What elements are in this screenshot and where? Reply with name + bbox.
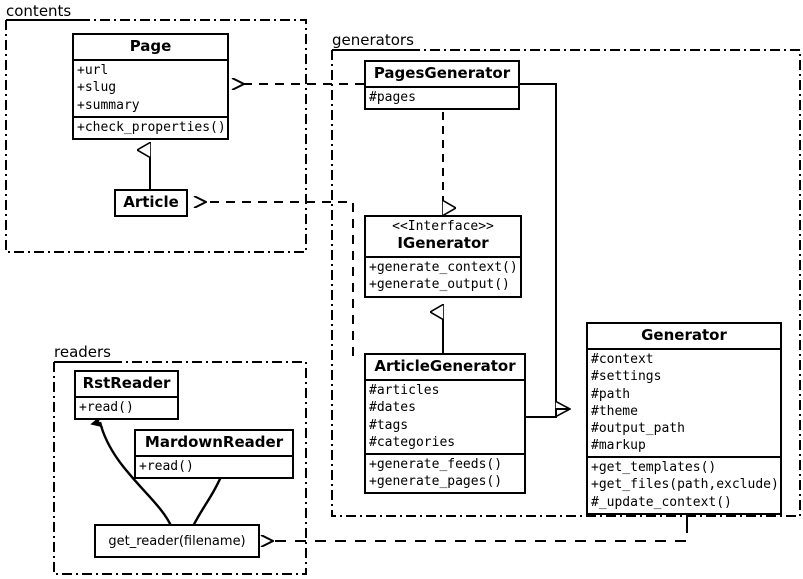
class-title-markdownreader: MardownReader	[136, 431, 292, 458]
method-row: +get_files(path,exclude)	[591, 477, 779, 493]
attribute-row: +url	[77, 63, 109, 79]
class-methods-page: +check_properties()	[74, 118, 227, 138]
attribute-row: #markup	[591, 438, 646, 454]
generalization-pagesgenerator-to-generator	[520, 83, 570, 409]
class-methods-markdownreader: +read()	[136, 457, 292, 477]
attribute-row: +summary	[77, 97, 140, 113]
attribute-row: #pages	[369, 90, 416, 106]
method-row: +check_properties()	[77, 119, 226, 135]
class-box-generator[interactable]: Generator #context #settings #path #them…	[586, 322, 782, 515]
class-box-igenerator[interactable]: <<Interface>> IGenerator +generate_conte…	[364, 215, 522, 298]
attribute-row: #settings	[591, 369, 662, 385]
class-box-page[interactable]: Page +url +slug +summary +check_properti…	[72, 33, 229, 140]
package-label-generators: generators	[332, 31, 414, 49]
method-row: #_update_context()	[591, 494, 732, 510]
class-title-rstreader: RstReader	[76, 372, 177, 399]
class-box-articlegenerator[interactable]: ArticleGenerator #articles #dates #tags …	[364, 353, 526, 495]
package-label-contents: contents	[6, 2, 72, 20]
package-label-readers: readers	[54, 343, 111, 361]
class-name-igenerator: IGenerator	[397, 233, 489, 252]
attribute-row: #tags	[369, 417, 409, 433]
attribute-row: #theme	[591, 403, 638, 419]
class-methods-generator: +get_templates() +get_files(path,exclude…	[588, 458, 780, 512]
class-stereotype-igenerator: <<Interface>>	[392, 219, 494, 234]
method-row: +generate_output()	[369, 277, 510, 293]
class-attributes-generator: #context #settings #path #theme #output_…	[588, 350, 780, 459]
method-row: +read()	[79, 400, 134, 416]
method-row: +get_templates()	[591, 460, 717, 476]
function-label-get-reader: get_reader(filename)	[108, 533, 246, 549]
class-title-generator: Generator	[588, 324, 780, 351]
method-row: +read()	[139, 459, 194, 475]
method-row: +generate_pages()	[369, 474, 503, 490]
class-methods-articlegenerator: +generate_feeds() +generate_pages()	[366, 455, 524, 492]
class-methods-rstreader: +read()	[76, 398, 177, 418]
class-box-pagesgenerator[interactable]: PagesGenerator #pages	[364, 60, 520, 111]
generalization-articlegenerator-to-generator	[526, 408, 570, 418]
attribute-row: #context	[591, 352, 654, 368]
class-box-article[interactable]: Article	[114, 189, 188, 218]
dependency-articlegenerator-to-article	[206, 202, 354, 356]
class-title-page: Page	[74, 35, 227, 62]
attribute-row: #output_path	[591, 420, 685, 436]
class-attributes-pagesgenerator: #pages	[366, 88, 518, 108]
attribute-row: #categories	[369, 434, 456, 450]
attribute-row: +slug	[77, 80, 117, 96]
class-methods-igenerator: +generate_context() +generate_output()	[366, 258, 520, 295]
attribute-row: #dates	[369, 400, 416, 416]
function-box-get-reader[interactable]: get_reader(filename)	[94, 524, 260, 558]
attribute-row: #articles	[369, 383, 440, 399]
class-attributes-articlegenerator: #articles #dates #tags #categories	[366, 381, 524, 455]
attribute-row: #path	[591, 386, 631, 402]
class-box-rstreader[interactable]: RstReader +read()	[74, 370, 179, 421]
method-row: +generate_feeds()	[369, 456, 503, 472]
method-row: +generate_context()	[369, 260, 518, 276]
class-title-articlegenerator: ArticleGenerator	[366, 355, 524, 382]
class-attributes-page: +url +slug +summary	[74, 61, 227, 118]
class-box-markdownreader[interactable]: MardownReader +read()	[134, 429, 294, 480]
class-title-article: Article	[123, 193, 179, 211]
class-title-pagesgenerator: PagesGenerator	[366, 62, 518, 89]
class-title-igenerator: <<Interface>> IGenerator	[366, 217, 520, 259]
